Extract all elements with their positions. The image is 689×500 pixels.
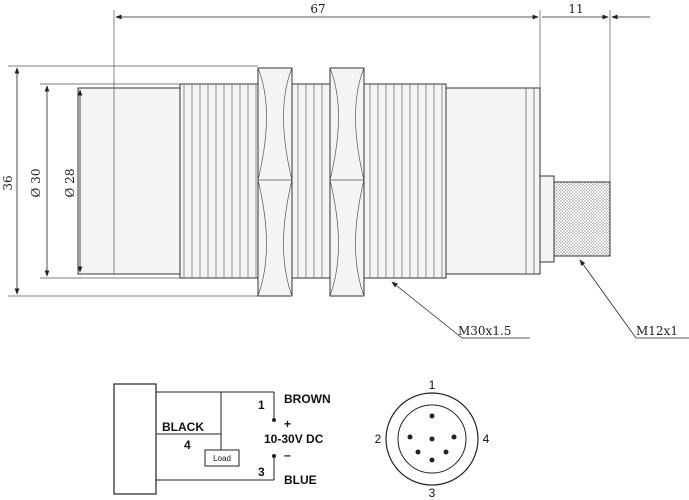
thread-lines-middle [297, 84, 323, 278]
hex-nut-left [257, 67, 293, 297]
wire-3-pin: 3 [258, 465, 265, 479]
dimension-lines [8, 10, 689, 339]
thread-lines-right [369, 84, 443, 278]
load-label: Load [213, 454, 231, 463]
sensor-side-view [77, 67, 611, 297]
wire-4-pin: 4 [184, 438, 191, 452]
hex-nut-right [329, 67, 365, 297]
polarity-dot-minus [272, 454, 276, 458]
pin-top-label: 1 [429, 378, 436, 392]
height-overall-label: 36 [1, 175, 15, 190]
connector-pinout: 1 2 4 3 [375, 378, 490, 500]
pin-right-label: 4 [483, 432, 490, 446]
length-total-label: 67 [310, 2, 325, 16]
pin-left-label: 2 [375, 432, 382, 446]
pin-4-dot [451, 434, 457, 440]
wire-3-polarity: – [284, 448, 291, 462]
sensor-block [113, 383, 157, 495]
m12-connector-thread [553, 181, 611, 257]
wire-4-color: BLACK [162, 420, 204, 434]
connector-length-label: 11 [568, 2, 583, 16]
thread-section-left [179, 83, 261, 279]
supply-voltage: 10-30V DC [264, 432, 324, 446]
pin-5-dot [429, 436, 435, 442]
wire-3-color: BLUE [284, 473, 317, 487]
dimension-labels: 67 11 36 Ø 30 Ø 28 M30x1.5 M12x1 [1, 2, 678, 338]
sensing-face [77, 87, 181, 275]
pin-b-dot [443, 449, 449, 455]
load-box [204, 449, 240, 467]
pin-3-dot [429, 457, 435, 463]
polarity-dot-plus [272, 418, 276, 422]
thread-connector-label: M12x1 [636, 324, 678, 338]
diameter-outer-label: Ø 30 [29, 169, 43, 198]
thread-main-label: M30x1.5 [458, 324, 511, 338]
wire-1-pin: 1 [258, 398, 265, 412]
wire-1-polarity: + [284, 417, 291, 431]
diameter-inner-label: Ø 28 [63, 169, 77, 198]
thread-lines-left [183, 84, 257, 278]
wire-1-color: BROWN [284, 392, 331, 406]
pin-a-dot [415, 449, 421, 455]
m12-connector-base [539, 175, 555, 263]
rear-housing [445, 87, 541, 275]
pin-1-dot [429, 413, 435, 419]
wiring-diagram: Load 1 BROWN + 10-30V DC – 3 BLUE BLACK … [113, 383, 331, 495]
pin-bottom-label: 3 [429, 486, 436, 500]
pin-2-dot [407, 434, 413, 440]
